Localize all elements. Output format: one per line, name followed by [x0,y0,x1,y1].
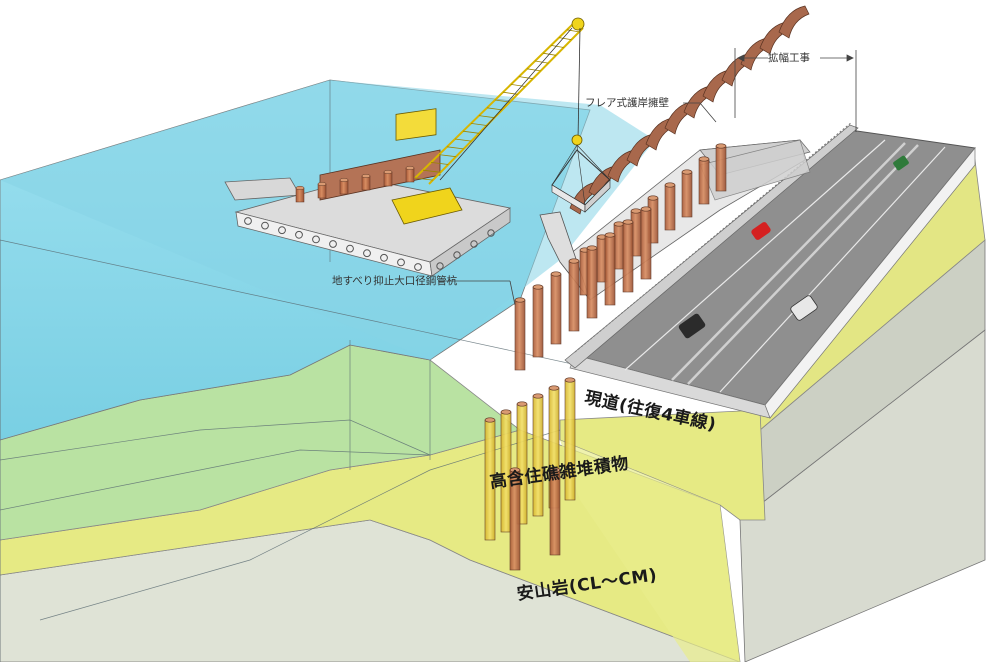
work-barge [224,149,512,277]
pile-icon [568,260,580,332]
car-icon [678,313,706,339]
road-block [559,121,986,662]
car-icon [893,155,909,171]
pile-icon [613,223,625,270]
label-flare-seawall: フレア式護岸擁壁 [585,97,669,109]
pile-icon [550,273,562,345]
pile-icon [715,145,727,192]
label-widening-work: 拡幅工事 [768,52,810,64]
pile-icon [586,247,598,319]
car-icon [790,295,818,321]
pile-icon [664,184,676,231]
car-icon [751,222,771,240]
steel-piles [484,143,727,571]
flare-units [569,5,810,215]
section-lines [0,80,601,662]
flare-unit-icon [778,5,810,39]
pile-icon [698,158,710,205]
pile-icon [604,234,616,306]
pile-icon [622,221,634,293]
crawler-crane [391,17,611,225]
pile-icon [532,395,544,517]
leader-lines [438,48,857,306]
pile-icon [681,171,693,218]
label-landslide-pile: 地すべり抑止大口径鋼管杭 [332,275,458,287]
pile-icon [514,299,526,371]
pile-icon [640,208,652,280]
pile-icon [532,286,544,358]
